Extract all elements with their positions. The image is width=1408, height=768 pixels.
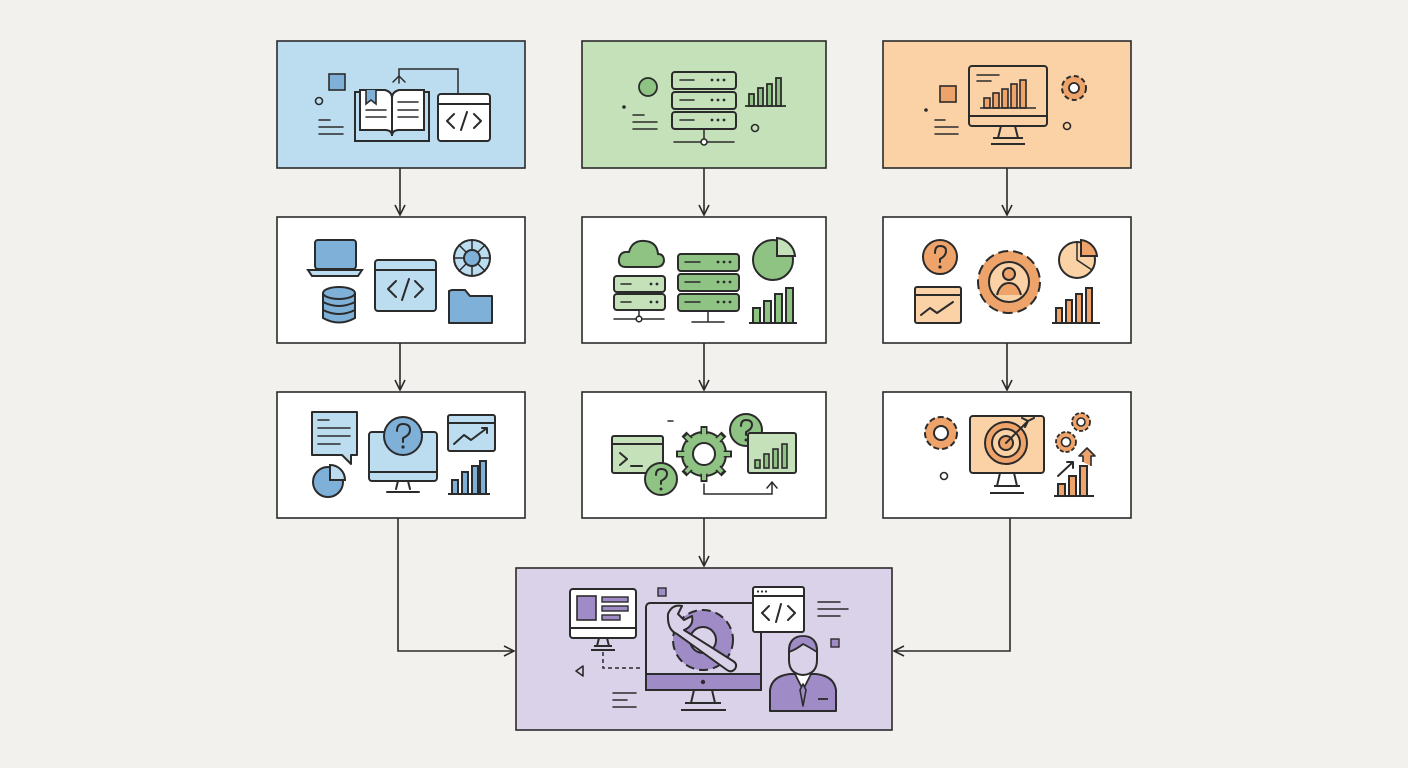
document-lines-icon [632,114,658,130]
code-window-icon [437,93,491,142]
question-icon [644,462,678,496]
play-triangle-icon [575,665,584,677]
stage-right-3-icons [924,412,1096,497]
bar-chart-icon [448,460,490,495]
stage-left-2-icons [306,239,493,324]
dot-icon [622,105,626,109]
code-window-icon [374,259,437,312]
document-lines-icon [612,692,637,708]
connector-left-to-merge [397,518,514,651]
stage-middle-3-icons [611,413,797,496]
stage-middle-2-icons [613,236,797,324]
chat-bubble-icon [311,411,358,465]
stage-left-3-icons [311,411,496,498]
server-stack-icon [677,253,740,323]
code-window-icon [752,586,805,633]
terminal-window-icon [611,435,664,474]
dot-icon [750,123,760,133]
trend-window-icon [447,414,496,452]
target-monitor-icon [969,415,1045,494]
stage-left-1-icons [314,68,491,142]
laptop-icon [306,239,364,277]
flow-arrow [703,480,778,495]
circle-icon [638,77,658,97]
person-icon [769,635,837,712]
chart-window-icon [747,432,797,474]
gear-icon [1055,431,1077,453]
dot-icon [1062,121,1072,131]
document-lines-icon [318,119,344,135]
document-lines-icon [817,601,849,617]
dot-icon [924,108,928,112]
dot-icon [314,96,324,106]
monitor-chart-icon [968,65,1048,145]
document-lines-icon [934,119,959,135]
gear-icon [676,426,732,482]
pie-chart-icon [752,236,797,281]
pie-chart-icon [1058,238,1099,279]
wrench-gear-monitor-icon [645,602,762,711]
square-icon [328,73,346,91]
connectors [398,168,1010,651]
dashed-connector [602,652,641,669]
bar-chart-icon [745,77,786,107]
gear-icon [1071,412,1091,432]
connector-right-to-merge [894,518,1011,651]
bar-chart-icon [749,287,797,324]
square-icon [657,587,667,597]
bar-chart-icon [1052,287,1100,324]
stage-right-1-icons [924,65,1087,145]
server-stack-icon [671,71,737,146]
merge-box-icons [569,586,849,712]
cloud-icon [617,239,665,268]
growth-chart-icon [1054,447,1096,497]
folder-icon [448,289,493,324]
aperture-icon [453,239,491,277]
server-icon [613,275,666,323]
layout-monitor-icon [569,588,637,651]
square-icon [939,85,957,103]
stage-middle-1-icons [622,71,786,146]
dot-icon [939,471,949,481]
database-icon [322,286,356,324]
question-monitor-icon [368,416,438,493]
pie-chart-icon [312,463,347,498]
gear-icon [924,416,958,450]
book-icon [354,89,430,142]
question-icon [922,239,958,275]
gear-person-icon [977,250,1041,314]
square-icon [830,638,840,648]
gear-icon [1061,75,1087,101]
trend-window-icon [914,286,962,324]
loop-arrowhead [392,74,406,83]
stage-right-2-icons [914,238,1100,324]
